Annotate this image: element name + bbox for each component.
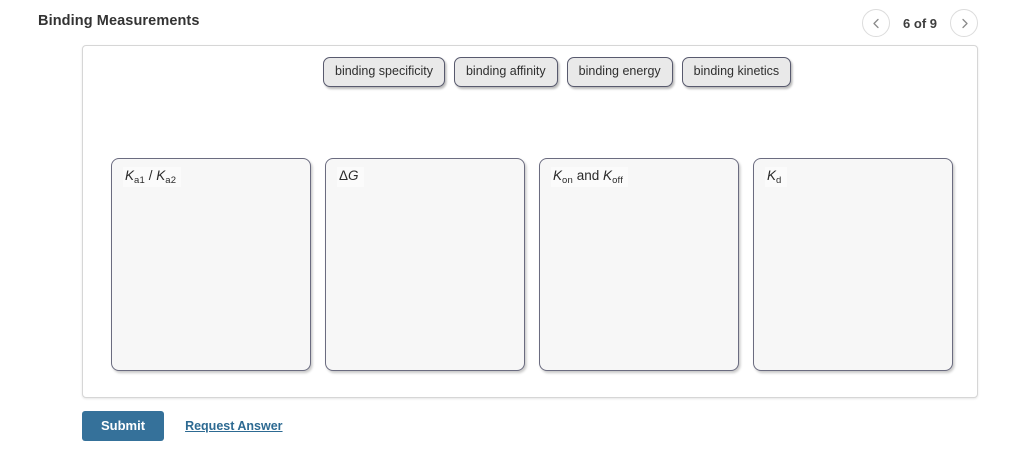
dropzone-label: Kd bbox=[765, 167, 787, 187]
chevron-left-icon bbox=[871, 18, 882, 29]
pagination-control: 6 of 9 bbox=[862, 9, 978, 37]
question-panel: binding specificity binding affinity bin… bbox=[82, 45, 978, 398]
dropzone-row: Ka1 / Ka2 ΔG Kon and Koff Kd bbox=[111, 158, 953, 371]
chip-binding-energy[interactable]: binding energy bbox=[566, 57, 673, 87]
dropzone-label: Ka1 / Ka2 bbox=[123, 167, 182, 187]
request-answer-link[interactable]: Request Answer bbox=[185, 419, 283, 433]
dropzone-label: Kon and Koff bbox=[551, 167, 629, 187]
dropzone-ka1-ka2[interactable]: Ka1 / Ka2 bbox=[111, 158, 311, 371]
dropzone-kd[interactable]: Kd bbox=[753, 158, 953, 371]
dropzone-kon-koff[interactable]: Kon and Koff bbox=[539, 158, 739, 371]
dropzone-label: ΔG bbox=[337, 167, 364, 187]
action-bar: Submit Request Answer bbox=[82, 411, 283, 441]
page-title: Binding Measurements bbox=[38, 13, 200, 29]
chip-binding-specificity[interactable]: binding specificity bbox=[323, 57, 445, 87]
submit-button[interactable]: Submit bbox=[82, 411, 165, 441]
dropzone-delta-g[interactable]: ΔG bbox=[325, 158, 525, 371]
chevron-right-icon bbox=[959, 18, 970, 29]
chip-binding-kinetics[interactable]: binding kinetics bbox=[681, 57, 792, 87]
previous-page-button[interactable] bbox=[862, 9, 891, 37]
page-indicator: 6 of 9 bbox=[903, 15, 937, 31]
next-page-button[interactable] bbox=[950, 9, 978, 37]
chip-binding-affinity[interactable]: binding affinity bbox=[453, 57, 558, 87]
draggable-chip-tray: binding specificity binding affinity bin… bbox=[323, 57, 792, 87]
